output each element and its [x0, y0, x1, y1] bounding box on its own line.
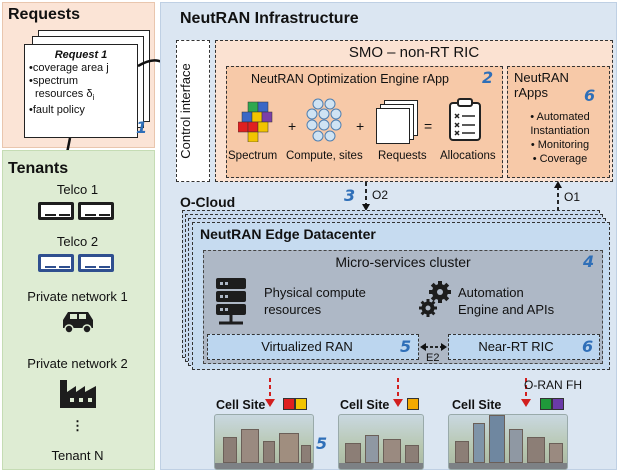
server-icon [38, 202, 74, 220]
tenant-telco-1: Telco 1 [56, 182, 99, 197]
o2-arrowhead [362, 204, 370, 211]
request-item-coverage: •coverage area j [29, 62, 109, 74]
requests-number: 1 [136, 118, 148, 137]
virtualized-ran-box [207, 334, 419, 360]
cell-site-image-2 [338, 414, 424, 470]
car-icon [63, 312, 93, 334]
fronthaul-arrowhead [521, 399, 531, 407]
rapps-item: • Coverage [532, 153, 588, 165]
oran-fh-label: O-RAN FH [524, 378, 582, 392]
rapps-title-line2: rApps [514, 85, 548, 100]
rapps-title: NeutRAN rApps [514, 70, 569, 100]
rapps-box [507, 66, 610, 178]
spectrum-label: Spectrum [228, 150, 278, 162]
requests-icon-page [376, 108, 410, 144]
rapps-item: Instantiation [530, 125, 590, 137]
vran-number: 5 [400, 337, 412, 356]
cell-site-label-1: Cell Site [216, 398, 266, 412]
equals-sign: = [424, 118, 433, 134]
factory-icon [60, 380, 96, 408]
request-card: Request 1 •coverage area j •spectrum res… [24, 44, 138, 138]
rapps-title-line1: NeutRAN [514, 70, 569, 85]
fronthaul-arrowhead [393, 399, 403, 407]
control-interface-box [176, 40, 210, 182]
cells-number: 5 [316, 434, 328, 453]
near-rt-ric-box [448, 334, 600, 360]
physical-compute-label: Physical compute resources [264, 285, 366, 317]
server-icon [78, 202, 114, 220]
tenants-title: Tenants [8, 160, 69, 177]
o1-arrowhead [554, 181, 562, 188]
ocloud-label: O-Cloud [180, 194, 236, 210]
rapps-list: • Automated Instantiation • Monitoring •… [510, 110, 610, 166]
smo-title: SMO – non-RT RIC [348, 44, 480, 61]
rapps-item: • Automated [530, 111, 590, 123]
infrastructure-title: NeutRAN Infrastructure [180, 10, 359, 27]
spectrum-block [552, 398, 564, 410]
near-rt-ric-label: Near-RT RIC [478, 339, 554, 354]
ric-number: 6 [582, 337, 594, 356]
automation-label: Automation Engine and APIs [458, 285, 555, 317]
cell-site-label-2: Cell Site [340, 398, 390, 412]
request-item-spectrum: •spectrum [29, 75, 79, 87]
spectrum-block [407, 398, 419, 410]
request-item-resources: resources δi [35, 88, 95, 103]
compute-label: Compute, sites [286, 150, 363, 162]
tenant-telco-2: Telco 2 [56, 234, 99, 249]
tenant-ellipsis: ⋮ [71, 418, 84, 433]
request-title: Request 1 [54, 49, 108, 61]
cell-site-image-3 [448, 414, 568, 470]
edge-datacenter-title: NeutRAN Edge Datacenter [200, 226, 376, 242]
o2-number: 3 [344, 186, 356, 205]
optimization-engine-title: NeutRAN Optimization Engine rApp [250, 72, 449, 86]
clipboard-icon [449, 98, 481, 141]
rapps-number: 6 [584, 86, 596, 105]
request-item-fault: •fault policy [29, 104, 85, 117]
rapps-item: • Monitoring [530, 139, 590, 151]
fronthaul-arrowhead [265, 399, 275, 407]
spectrum-block [283, 398, 295, 410]
microservices-number: 4 [583, 252, 595, 271]
spectrum-block [540, 398, 552, 410]
allocations-label: Allocations [440, 150, 496, 162]
optimization-engine-number: 2 [482, 68, 494, 87]
o1-label: O1 [564, 190, 581, 204]
requests-label: Requests [378, 150, 427, 162]
tenant-private-2: Private network 2 [27, 356, 128, 371]
tenant-n: Tenant N [51, 448, 104, 463]
e2-label: E2 [426, 352, 440, 364]
plus-sign: + [356, 118, 365, 134]
spectrum-icon [238, 101, 273, 142]
virtualized-ran-label: Virtualized RAN [261, 339, 353, 354]
requests-title: Requests [8, 6, 81, 23]
cell-site-image-1 [214, 414, 314, 470]
spectrum-block [295, 398, 307, 410]
compute-icon [306, 98, 342, 142]
microservices-title: Micro-services cluster [335, 254, 471, 270]
o2-label: O2 [372, 188, 389, 202]
server-icon [38, 254, 74, 272]
plus-sign: + [288, 118, 297, 134]
tenant-private-1: Private network 1 [27, 289, 128, 304]
server-icon [78, 254, 114, 272]
server-rack-icon [216, 278, 246, 325]
cell-site-label-3: Cell Site [452, 398, 502, 412]
gears-icon [419, 281, 451, 317]
